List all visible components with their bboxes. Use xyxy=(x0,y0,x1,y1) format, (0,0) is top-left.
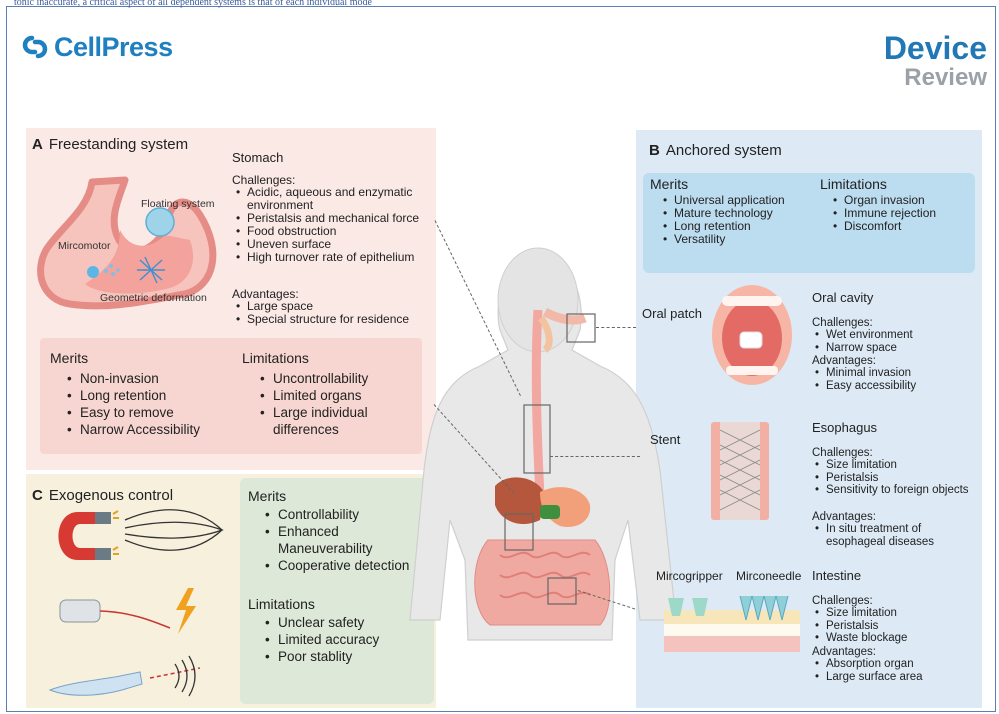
esophagus-title: Esophagus xyxy=(812,420,877,435)
oral-patch-label: Oral patch xyxy=(642,306,702,321)
microneedle-label: Mirconeedle xyxy=(736,570,801,583)
panel-b-title-text: Anchored system xyxy=(666,142,782,159)
list-item: Minimal invasion xyxy=(812,367,916,380)
list-item: High turnover rate of epithelium xyxy=(233,251,433,264)
oral-advantages-list: Minimal invasionEasy accessibility xyxy=(812,367,916,392)
stomach-advantages-list: Large spaceSpecial structure for residen… xyxy=(233,300,409,326)
oral-challenges-list: Wet environmentNarrow space xyxy=(812,329,913,354)
intestine-tissue-illustration xyxy=(664,596,800,652)
list-item: Sensitivity to foreign objects xyxy=(812,484,972,497)
electric-device-icon xyxy=(60,588,196,634)
stent-illustration xyxy=(711,422,769,520)
intestine-title: Intestine xyxy=(812,568,861,583)
list-item: In situ treatment of esophageal diseases xyxy=(812,523,972,548)
list-item: Size limitation xyxy=(812,607,907,620)
list-item: Easy accessibility xyxy=(812,380,916,393)
panel-b-merits-list: Universal applicationMature technologyLo… xyxy=(660,194,785,246)
esophagus-challenges-list: Size limitationPeristalsisSensitivity to… xyxy=(812,459,972,497)
list-item: Long retention xyxy=(62,387,200,404)
panel-a-title: A Freestanding system xyxy=(32,136,188,153)
list-item: Enhanced Maneuverability xyxy=(260,523,430,557)
panel-b-title: B Anchored system xyxy=(649,142,782,159)
microgripper-label: Mircogripper xyxy=(656,570,723,583)
panel-c-limitations-title: Limitations xyxy=(248,596,315,612)
panel-b-merits-title: Merits xyxy=(650,176,688,192)
list-item: Discomfort xyxy=(830,220,936,233)
micromotor-label: Mircomotor xyxy=(58,240,111,252)
list-item: Large individual differences xyxy=(255,404,420,438)
esophagus-challenges-label: Challenges: xyxy=(812,447,873,460)
panel-a-letter: A xyxy=(32,136,43,153)
oral-challenges-label: Challenges: xyxy=(812,317,873,330)
panel-c-title: C Exogenous control xyxy=(32,487,173,504)
panel-b-limitations-list: Organ invasionImmune rejectionDiscomfort xyxy=(830,194,936,233)
oral-cavity-illustration xyxy=(712,285,792,385)
list-item: Large surface area xyxy=(812,671,923,684)
list-item: Cooperative detection xyxy=(260,557,430,574)
panel-a-title-text: Freestanding system xyxy=(49,136,188,153)
panel-a-limitations-list: UncontrollabilityLimited organsLarge ind… xyxy=(255,370,420,438)
list-item: Peristalsis xyxy=(812,472,972,485)
intestine-challenges-list: Size limitationPeristalsisWaste blockage xyxy=(812,607,907,645)
list-item: Easy to remove xyxy=(62,404,200,421)
panel-c-limitations-list: Unclear safetyLimited accuracyPoor stabl… xyxy=(260,614,379,665)
floating-system-sphere xyxy=(146,208,174,236)
list-item: Controllability xyxy=(260,506,430,523)
oral-cavity-title: Oral cavity xyxy=(812,290,873,305)
ultrasound-probe-icon xyxy=(50,656,200,696)
list-item: Narrow Accessibility xyxy=(62,421,200,438)
human-body-illustration xyxy=(410,248,676,640)
magnet-icon xyxy=(59,510,223,560)
list-item: Uncontrollability xyxy=(255,370,420,387)
list-item: Absorption organ xyxy=(812,658,923,671)
geometric-deformation-label: Geometric deformation xyxy=(100,292,207,304)
list-item: Limited organs xyxy=(255,387,420,404)
panel-a-limitations-title: Limitations xyxy=(242,350,309,366)
intestine-advantages-list: Absorption organLarge surface area xyxy=(812,658,923,683)
list-item: Special structure for residence xyxy=(233,313,409,326)
panel-c-title-text: Exogenous control xyxy=(49,487,173,504)
panel-c-merits-list: ControllabilityEnhanced ManeuverabilityC… xyxy=(260,506,430,574)
stent-label: Stent xyxy=(650,432,680,447)
list-item: Limited accuracy xyxy=(260,631,379,648)
stomach-challenges-list: Acidic, aqueous and enzymatic environmen… xyxy=(233,186,433,264)
esophagus-advantages-label: Advantages: xyxy=(812,511,876,524)
panel-b-limitations-title: Limitations xyxy=(820,176,887,192)
intestine-advantages-label: Advantages: xyxy=(812,646,876,659)
intestine-challenges-label: Challenges: xyxy=(812,595,873,608)
panel-a-merits-title: Merits xyxy=(50,350,88,366)
list-item: Poor stablity xyxy=(260,648,379,665)
stomach-title: Stomach xyxy=(232,150,283,165)
list-item: Narrow space xyxy=(812,342,913,355)
intestines xyxy=(475,540,610,625)
connector-esophagus xyxy=(550,456,640,457)
list-item: Peristalsis xyxy=(812,620,907,633)
list-item: Versatility xyxy=(660,233,785,246)
panel-c-letter: C xyxy=(32,487,43,504)
list-item: Waste blockage xyxy=(812,632,907,645)
list-item: Size limitation xyxy=(812,459,972,472)
panel-c-merits-title: Merits xyxy=(248,488,286,504)
connector-oral xyxy=(596,327,636,328)
floating-system-label: Floating system xyxy=(141,198,215,210)
oral-advantages-label: Advantages: xyxy=(812,355,876,368)
esophagus-advantages-list: In situ treatment of esophageal diseases xyxy=(812,523,972,548)
list-item: Acidic, aqueous and enzymatic environmen… xyxy=(233,186,433,212)
panel-a-merits-list: Non-invasionLong retentionEasy to remove… xyxy=(62,370,200,438)
list-item: Non-invasion xyxy=(62,370,200,387)
micromotor-dot xyxy=(87,266,99,278)
list-item: Wet environment xyxy=(812,329,913,342)
list-item: Unclear safety xyxy=(260,614,379,631)
panel-b-letter: B xyxy=(649,142,660,159)
